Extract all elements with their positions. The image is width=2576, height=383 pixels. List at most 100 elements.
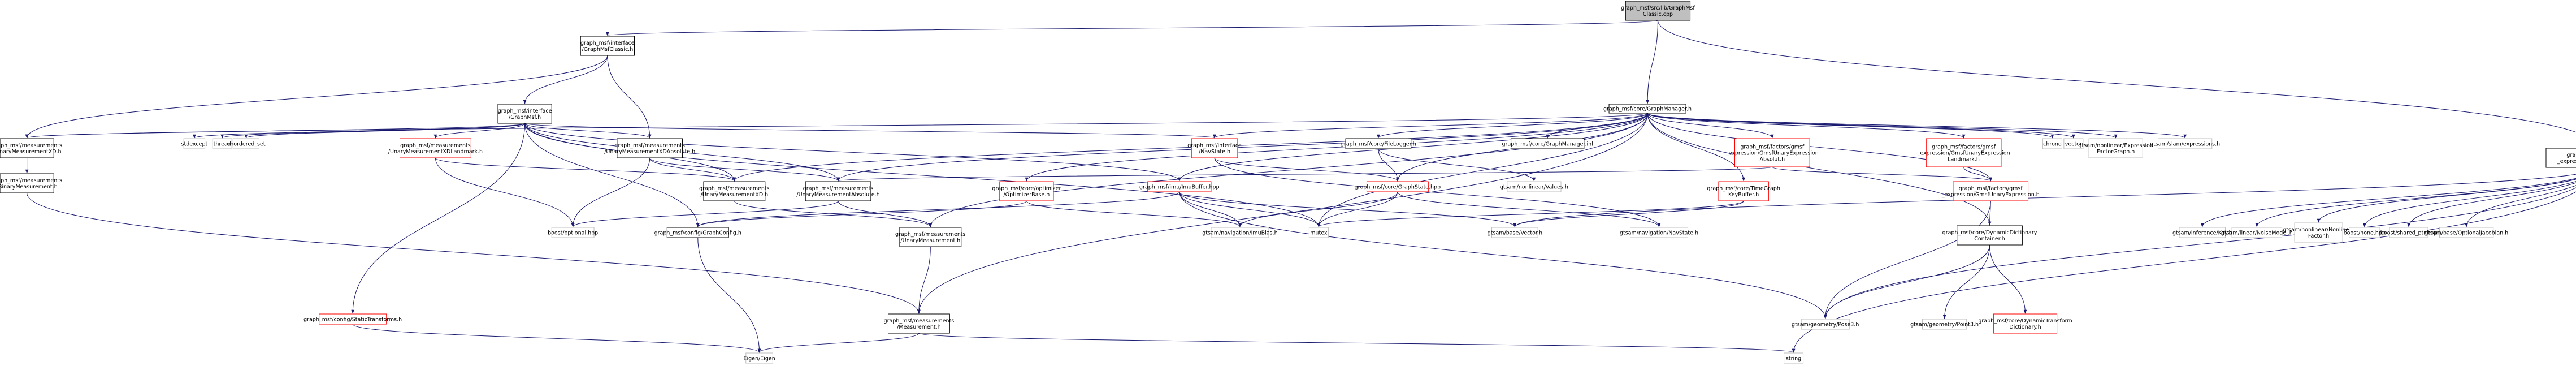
- node-box: [1801, 319, 1850, 330]
- graph-node-static-transforms[interactable]: graph_msf/config/StaticTransforms.h: [303, 313, 402, 325]
- node-label: gtsam/navigation/ImuBias.h: [1202, 230, 1277, 236]
- node-label: FactorGraph.h: [2097, 149, 2135, 155]
- node-box: [1926, 138, 2002, 167]
- dependency-edge: [2317, 179, 2576, 223]
- dependency-edge: [25, 55, 608, 139]
- node-label: graph_msf/config/GraphConfig.h: [654, 230, 741, 236]
- graph-node-measurement-h[interactable]: graph_msf/measurements/Measurement.h: [884, 313, 955, 334]
- node-box: [1953, 181, 2029, 201]
- node-label: Dictionary.h: [2009, 324, 2041, 330]
- graph-node-unary-meas[interactable]: graph_msf/measurements/UnaryMeasurement.…: [895, 227, 966, 247]
- graph-node-unary-xd[interactable]: graph_msf/measurements/UnaryMeasurementX…: [699, 181, 770, 201]
- node-box: [1922, 319, 1967, 330]
- node-label: KeyBuffer.h: [1728, 192, 1759, 198]
- dependency-edge: [1989, 244, 2027, 314]
- dependency-edge: [917, 246, 931, 314]
- graph-node-imubuffer[interactable]: graph_msf/imu/ImuBuffer.hpp: [1139, 181, 1220, 192]
- graph-node-dyn-dict-container[interactable]: graph_msf/core/DynamicDictionaryContaine…: [1942, 225, 2037, 246]
- node-label: graph_msf/core/FileLogger.h: [1341, 141, 1416, 148]
- dependency-edge: [1546, 113, 1648, 139]
- graph-node-optimizerbase[interactable]: graph_msf/core/optimizer/OptimizerBase.h: [992, 181, 1061, 201]
- node-label: gtsam/linear/NoiseModel.h: [2221, 230, 2293, 236]
- graph-node-gtsam-vector: gtsam/base/Vector.h: [1488, 227, 1542, 238]
- node-box: [1491, 227, 1538, 238]
- node-box: [1993, 313, 2058, 334]
- node-label: graph_msf/imu/ImuBuffer.hpp: [1139, 184, 1220, 191]
- dependency-edge: [25, 113, 1648, 139]
- graph-node-filelogger-h[interactable]: graph_msf/core/FileLogger.h: [1341, 138, 1416, 149]
- node-box: [1718, 181, 1769, 201]
- node-box: [400, 138, 471, 158]
- node-label: graph_msf/measurements: [884, 318, 955, 324]
- graph-node-gtsam-imubias: gtsam/navigation/ImuBias.h: [1202, 227, 1278, 238]
- node-label: graph_msf/core/TimeGraph: [1707, 186, 1780, 192]
- dependency-edge: [1646, 20, 1658, 104]
- node-box: [1957, 225, 2023, 246]
- node-label: /NavState.h: [1199, 149, 1230, 155]
- graph-node-navstate-h[interactable]: graph_msf/interface/NavState.h: [1187, 138, 1242, 158]
- dependency-edge: [606, 20, 1658, 36]
- dependency-edge: [1317, 200, 1744, 227]
- graph-node-gmsf-unary-landmark[interactable]: graph_msf/factors/gmsf_expression/GmsfUn…: [1917, 138, 2010, 167]
- dependency-edge: [524, 123, 700, 227]
- node-label: gtsam/nonlinear/Expression: [2078, 143, 2153, 149]
- node-label: graph_msf/measurements: [400, 143, 471, 149]
- node-label: gtsam/nonlinear/Values.h: [1500, 184, 1568, 191]
- dependency-edge: [918, 333, 1795, 353]
- node-box: [183, 138, 206, 149]
- graph-node-gmsf-unary-expr[interactable]: graph_msf/factors/gmsf_expression/GmsfUn…: [1941, 181, 2040, 201]
- node-layer: graph_msf/src/lib/GraphMsfClassic.cppgra…: [0, 1, 2576, 364]
- node-box: [319, 313, 387, 325]
- dependency-edge: [352, 324, 761, 353]
- dependency-edge: [697, 237, 761, 353]
- graph-node-unary-expr-factor[interactable]: graph_msf/factors/non_expression/unary/H…: [2545, 148, 2576, 168]
- node-box: [666, 227, 729, 238]
- graph-node-gmsf-unary-absolute[interactable]: graph_msf/factors/gmsf_expression/GmsfUn…: [1725, 138, 1819, 167]
- graph-node-binary-meas[interactable]: graph_msf/measurements/BinaryMeasurement…: [0, 173, 62, 193]
- graph-node-unary-meas-absolute[interactable]: graph_msf/measurements/UnaryMeasurementA…: [796, 181, 880, 201]
- node-box: [1345, 138, 1412, 149]
- node-label: chrono: [2043, 141, 2062, 148]
- node-box: [1211, 227, 1269, 238]
- dependency-edge: [1647, 113, 1966, 139]
- node-label: graph_msf/src/lib/GraphMsf: [1621, 5, 1695, 11]
- node-label: thread: [214, 141, 231, 148]
- graph-node-graphmsf-h[interactable]: graph_msf/interface/GraphMsf.h: [497, 104, 552, 124]
- node-box: [1147, 181, 1212, 192]
- node-label: graph_msf/config/StaticTransforms.h: [303, 317, 402, 323]
- node-box: [1629, 227, 1689, 238]
- graph-node-graphconfig[interactable]: graph_msf/config/GraphConfig.h: [654, 227, 741, 238]
- graph-node-unary-xd-absolute[interactable]: graph_msf/measurements/UnaryMeasurementX…: [604, 138, 695, 158]
- graph-node-graphstate[interactable]: graph_msf/core/GraphState.hpp: [1355, 181, 1441, 192]
- dependency-edge: [837, 166, 1773, 182]
- node-label: /OptimizerBase.h: [1003, 192, 1050, 198]
- dependency-edge: [696, 191, 1180, 227]
- dependency-edge: [1513, 200, 1744, 227]
- dependency-edge: [2201, 178, 2576, 227]
- graph-node-stdexcept: stdexcept: [181, 138, 208, 149]
- dependency-edge: [1647, 113, 2187, 139]
- dependency-edge: [351, 123, 526, 314]
- dependency-edge: [1647, 113, 2118, 139]
- dependency-edge: [1942, 244, 1990, 319]
- graph-node-classic-h[interactable]: graph_msf/interface/GraphMsfClassic.h: [580, 36, 635, 56]
- graph-node-root[interactable]: graph_msf/src/lib/GraphMsfClassic.cpp: [1621, 1, 1695, 21]
- node-label: stdexcept: [181, 141, 208, 148]
- graph-node-graphmanager-h[interactable]: graph_msf/core/GraphManager.h: [1603, 104, 1692, 114]
- node-label: /GraphMsf.h: [509, 114, 541, 121]
- graph-node-binary-xd[interactable]: graph_msf/measurements/BinaryMeasurement…: [0, 138, 62, 158]
- node-label: graph_msf/core/DynamicTransform: [1978, 318, 2072, 324]
- dependency-edge: [1647, 113, 2075, 139]
- node-box: [2349, 227, 2380, 238]
- node-label: graph_msf/factors/gmsf: [1959, 186, 2023, 192]
- node-label: unordered_set: [227, 141, 266, 148]
- dependency-edge: [2407, 182, 2576, 227]
- graph-node-graphmanager-inl[interactable]: graph_msf/core/GraphManager.inl: [1502, 138, 1593, 149]
- graph-node-unary-xd-landmark[interactable]: graph_msf/measurements/UnaryMeasurementX…: [388, 138, 483, 158]
- graph-node-boost-optional: boost/optional.hpp: [548, 227, 598, 238]
- node-box: [805, 181, 871, 201]
- graph-node-dyn-transform-dict[interactable]: graph_msf/core/DynamicTransformDictionar…: [1978, 313, 2072, 334]
